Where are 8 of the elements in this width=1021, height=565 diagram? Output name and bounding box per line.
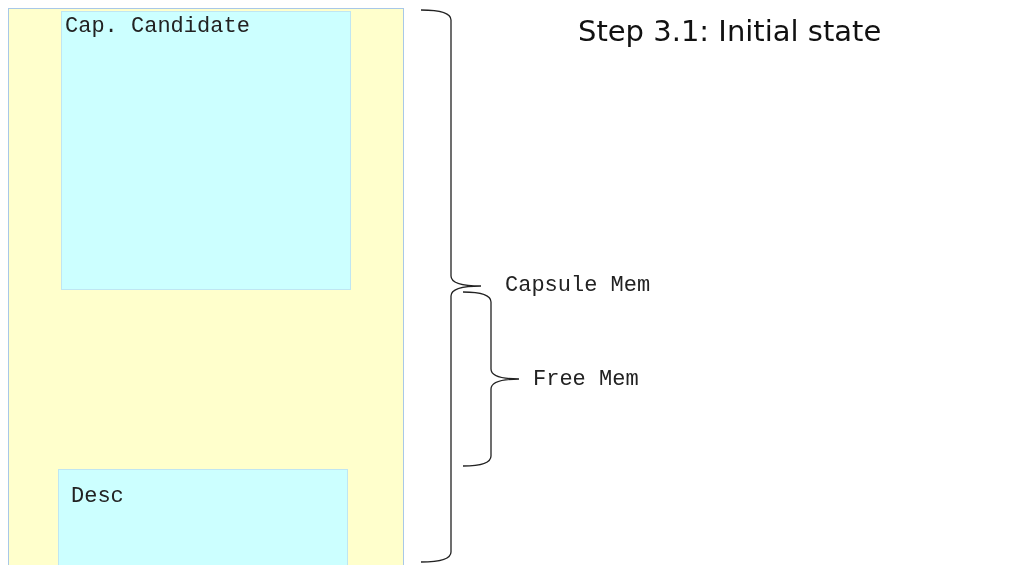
memory-region xyxy=(58,469,348,565)
brace-label: Capsule Mem xyxy=(505,273,651,298)
region-label: Desc xyxy=(71,484,124,509)
memory-region xyxy=(61,11,351,290)
brace-label: Free Mem xyxy=(533,367,639,392)
diagram-title: Step 3.1: Initial state xyxy=(578,14,882,48)
memory-block xyxy=(8,8,404,565)
region-label: Cap. Candidate xyxy=(65,14,250,39)
